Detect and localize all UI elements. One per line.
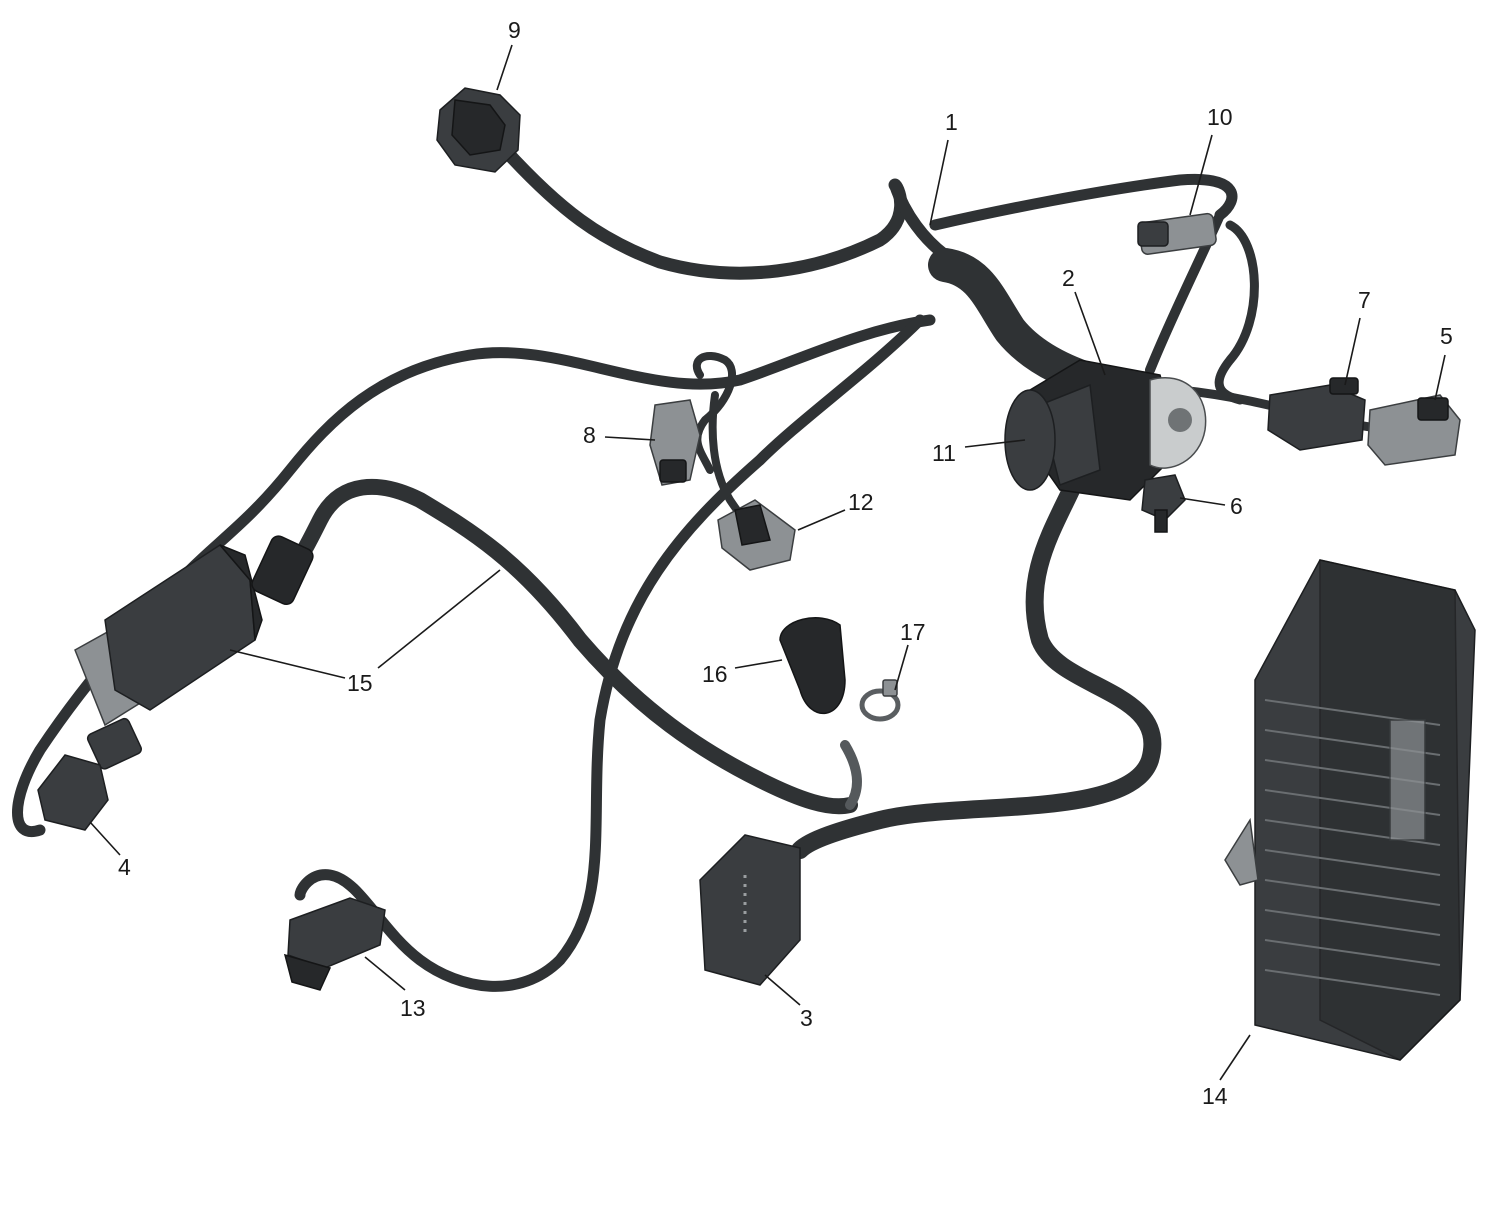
- callout-3-label: 3: [800, 1005, 813, 1031]
- connector-12: [717, 499, 796, 571]
- callout-14-label: 14: [1202, 1083, 1228, 1109]
- callout-11: 11: [932, 439, 1026, 466]
- callout-7-label: 7: [1358, 287, 1371, 313]
- callouts: 1 2 3 4 5 6 7 8: [89, 17, 1453, 1109]
- connector-4: [37, 754, 109, 831]
- connector-5: [1367, 394, 1461, 466]
- callout-7: 7: [1344, 287, 1371, 386]
- ecu-module-14: [1224, 559, 1476, 1061]
- callout-8-label: 8: [583, 422, 596, 448]
- callout-5-label: 5: [1440, 323, 1453, 349]
- callout-6-label: 6: [1230, 493, 1243, 519]
- connector-9: [436, 87, 521, 173]
- connector-13: [283, 897, 386, 991]
- callout-14: 14: [1202, 1034, 1251, 1109]
- callout-5: 5: [1434, 323, 1453, 401]
- callout-10: 10: [1189, 104, 1233, 216]
- callout-2: 2: [1062, 265, 1106, 376]
- callout-4: 4: [89, 821, 131, 880]
- callout-15: 15: [229, 569, 501, 696]
- sensor-6: [1141, 474, 1186, 533]
- callout-1: 1: [929, 109, 958, 226]
- connector-2: [1024, 359, 1207, 501]
- callout-17-label: 17: [900, 619, 926, 645]
- callout-11-label: 11: [932, 440, 956, 466]
- callout-9-label: 9: [508, 17, 521, 43]
- callout-13-label: 13: [400, 995, 426, 1021]
- connector-7: [1267, 377, 1366, 451]
- harness-wires: [12, 143, 1425, 992]
- ignition-coil-15: [74, 535, 314, 770]
- connector-8: [649, 399, 701, 486]
- callout-15-label: 15: [347, 670, 373, 696]
- callout-17: 17: [894, 619, 926, 691]
- callout-4-label: 4: [118, 854, 131, 880]
- grommet-11: [1004, 389, 1056, 491]
- connector-10: [1137, 212, 1217, 255]
- clamp-17: [859, 679, 901, 722]
- callout-2-label: 2: [1062, 265, 1075, 291]
- connector-3: [699, 834, 801, 986]
- callout-13: 13: [364, 956, 426, 1021]
- callout-6: 6: [1179, 493, 1243, 519]
- spark-plug-boot-16: [779, 617, 846, 715]
- callout-12: 12: [797, 489, 874, 531]
- callout-16: 16: [702, 659, 783, 687]
- callout-12-label: 12: [848, 489, 874, 515]
- callout-1-label: 1: [945, 109, 958, 135]
- callout-16-label: 16: [702, 661, 728, 687]
- callout-3: 3: [764, 974, 813, 1031]
- callout-9: 9: [496, 17, 521, 91]
- callout-8: 8: [583, 422, 656, 448]
- callout-10-label: 10: [1207, 104, 1233, 130]
